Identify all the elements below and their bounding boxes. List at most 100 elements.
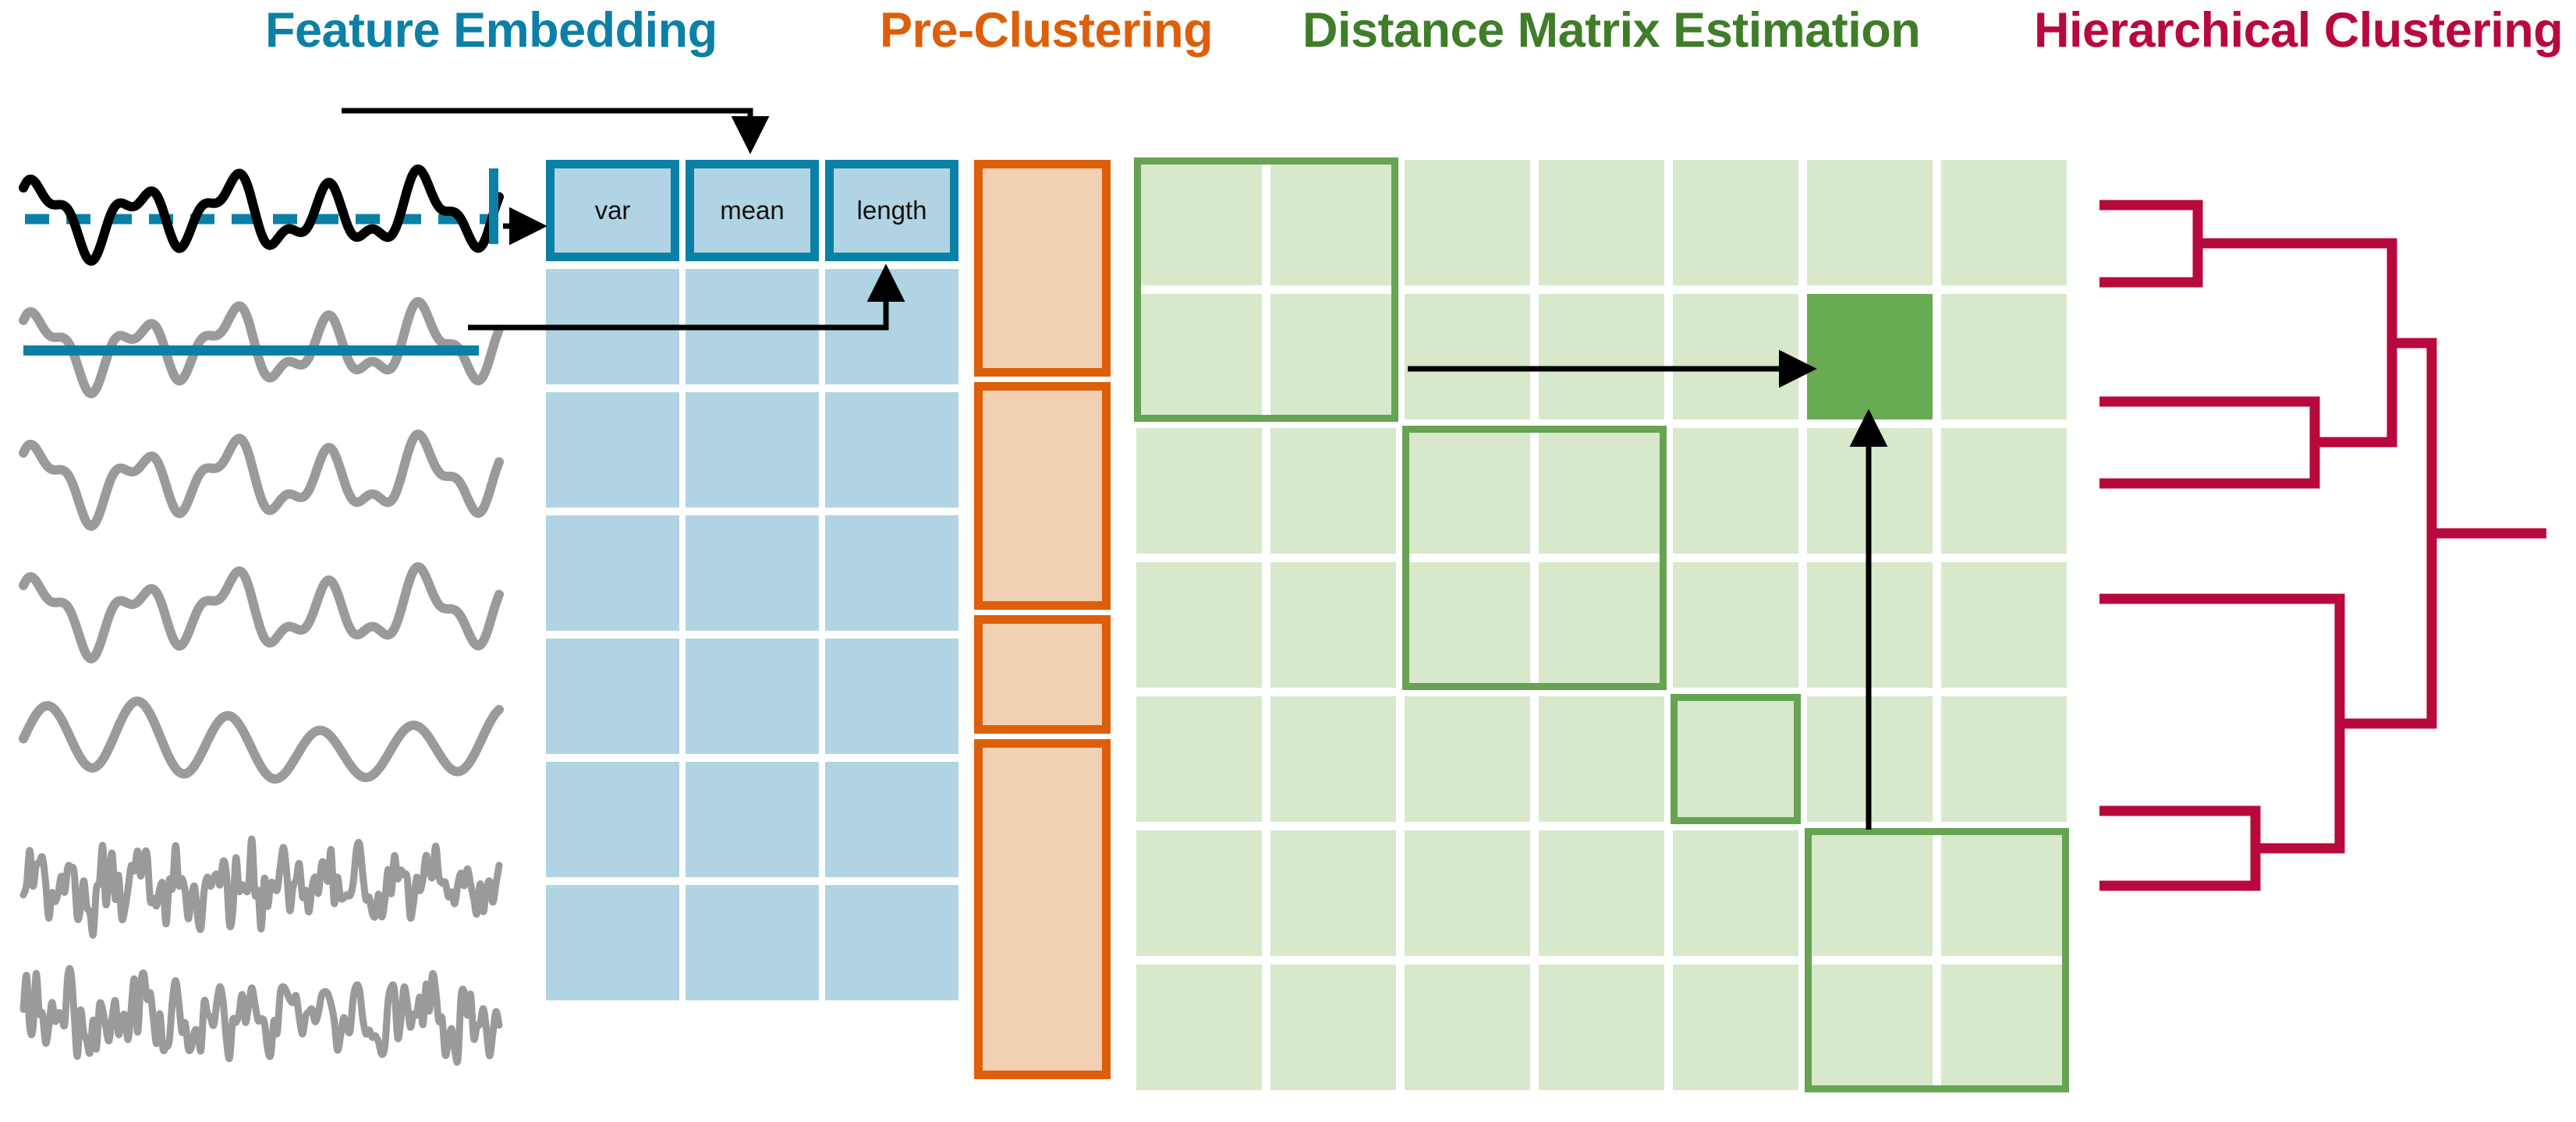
waveform-svg-6: [19, 835, 503, 939]
feature-matrix-cell: [546, 885, 679, 1000]
variance-vertical-bar: [489, 168, 498, 244]
distance-matrix-cell: [1673, 964, 1798, 1090]
distance-matrix-cell: [1270, 160, 1396, 285]
waveform-1: [19, 148, 504, 281]
pre-cluster-block-1[interactable]: [974, 160, 1111, 377]
feature-matrix-cell: [546, 762, 679, 877]
distance-matrix-cell: [1136, 830, 1262, 956]
distance-matrix-cell: [1136, 428, 1262, 554]
distance-matrix-cell: [1673, 696, 1798, 822]
distance-matrix-cell: [1941, 964, 2067, 1090]
feature-cell-length[interactable]: length: [825, 160, 958, 261]
waveform-6: [19, 819, 503, 951]
distance-matrix-cell: [1941, 294, 2067, 419]
dendro-merge-root: [2340, 338, 2437, 729]
distance-matrix-cell: [1673, 294, 1798, 419]
waveform-path-4: [19, 561, 504, 664]
waveform-svg-7: [19, 964, 503, 1066]
stage-title-feature-embedding: Feature Embedding: [265, 3, 718, 58]
distance-matrix-cell: [1136, 964, 1262, 1090]
distance-matrix-cell: [1673, 160, 1798, 285]
distance-matrix-cell: [1673, 562, 1798, 688]
distance-matrix-cell: [1270, 830, 1396, 956]
dendro-merge-1-2: [2099, 200, 2203, 288]
waveform-svg-4: [19, 561, 504, 664]
distance-matrix-cell: [1270, 964, 1396, 1090]
distance-matrix-cell: [1807, 160, 1933, 285]
distance-matrix-cell: [1405, 294, 1530, 419]
waveform-path-3: [19, 429, 504, 531]
waveform-path-5: [19, 696, 504, 784]
stage-title-pre-clustering: Pre-Clustering: [880, 3, 1214, 58]
distance-matrix-cell: [1270, 428, 1396, 554]
distance-matrix-cell: [1136, 160, 1262, 285]
waveform-path-2: [19, 296, 504, 398]
highlighted-distance-cell: [1807, 294, 1933, 419]
distance-matrix-cell: [1405, 428, 1530, 554]
stage-title-hierarchical-clustering: Hierarchical Clustering: [2034, 3, 2564, 58]
waveform-3: [19, 413, 504, 546]
distance-matrix-cell: [1673, 428, 1798, 554]
distance-matrix-cell: [1539, 696, 1664, 822]
distance-matrix-cell: [1539, 294, 1664, 419]
distance-matrix-cell: [1539, 562, 1664, 688]
waveform-svg-1: [19, 164, 504, 266]
pre-cluster-block-2[interactable]: [974, 382, 1111, 610]
distance-matrix-cell: [1941, 428, 2067, 554]
waveform-2: [19, 281, 504, 413]
feature-matrix-cell: [686, 515, 819, 631]
feature-matrix-cell: [546, 515, 679, 631]
waveform-svg-2: [19, 296, 504, 398]
waveform-5: [19, 678, 504, 811]
dendro-merge-3-4: [2099, 396, 2320, 489]
distance-matrix-cell: [1405, 160, 1530, 285]
cluster-box-b[interactable]: [1402, 426, 1667, 690]
dendro-merge-12-34: [2198, 238, 2397, 448]
distance-matrix-cell: [1539, 830, 1664, 956]
waveform-svg-5: [19, 696, 504, 784]
length-horizontal-bar: [23, 345, 479, 356]
waveform-7: [19, 951, 503, 1084]
distance-matrix-cell: [1807, 830, 1933, 956]
waveform-4: [19, 546, 504, 678]
feature-matrix-cell: [686, 885, 819, 1000]
distance-matrix-cell: [1136, 562, 1262, 688]
feature-cell-var[interactable]: var: [546, 160, 679, 261]
feature-matrix-cell: [825, 515, 958, 631]
feature-matrix-cell: [825, 639, 958, 754]
distance-matrix-cell: [1539, 160, 1664, 285]
feature-matrix-cell: [825, 885, 958, 1000]
waveform-path-1: [19, 164, 504, 266]
waveform-svg-3: [19, 429, 504, 531]
distance-matrix-cell: [1405, 964, 1530, 1090]
distance-matrix-cell: [1136, 294, 1262, 419]
feature-cell-mean[interactable]: mean: [686, 160, 819, 261]
distance-matrix-cell: [1136, 696, 1262, 822]
feature-matrix-cell: [546, 639, 679, 754]
stage-title-distance-matrix-estimation: Distance Matrix Estimation: [1302, 3, 1921, 58]
distance-matrix-cell: [1941, 830, 2067, 956]
feature-matrix-cell: [546, 392, 679, 508]
distance-matrix-cell: [1941, 562, 2067, 688]
cluster-box-c[interactable]: [1671, 694, 1801, 824]
feature-matrix-cell: [686, 392, 819, 508]
cluster-box-a[interactable]: [1134, 158, 1398, 422]
waveform-path-6: [19, 835, 503, 939]
feature-matrix-cell: [825, 762, 958, 877]
distance-matrix-cell: [1270, 562, 1396, 688]
distance-matrix-cell: [1270, 696, 1396, 822]
distance-matrix-cell: [1539, 964, 1664, 1090]
distance-matrix-cell: [1405, 830, 1530, 956]
distance-matrix-cell: [1405, 696, 1530, 822]
distance-matrix-cell: [1807, 964, 1933, 1090]
cluster-box-d[interactable]: [1805, 828, 2069, 1092]
distance-matrix-cell: [1673, 830, 1798, 956]
pre-cluster-block-4[interactable]: [974, 739, 1111, 1079]
feature-matrix-cell: [686, 639, 819, 754]
distance-matrix-cell: [1941, 160, 2067, 285]
pre-cluster-block-3[interactable]: [974, 615, 1111, 734]
distance-matrix-cell: [1539, 428, 1664, 554]
